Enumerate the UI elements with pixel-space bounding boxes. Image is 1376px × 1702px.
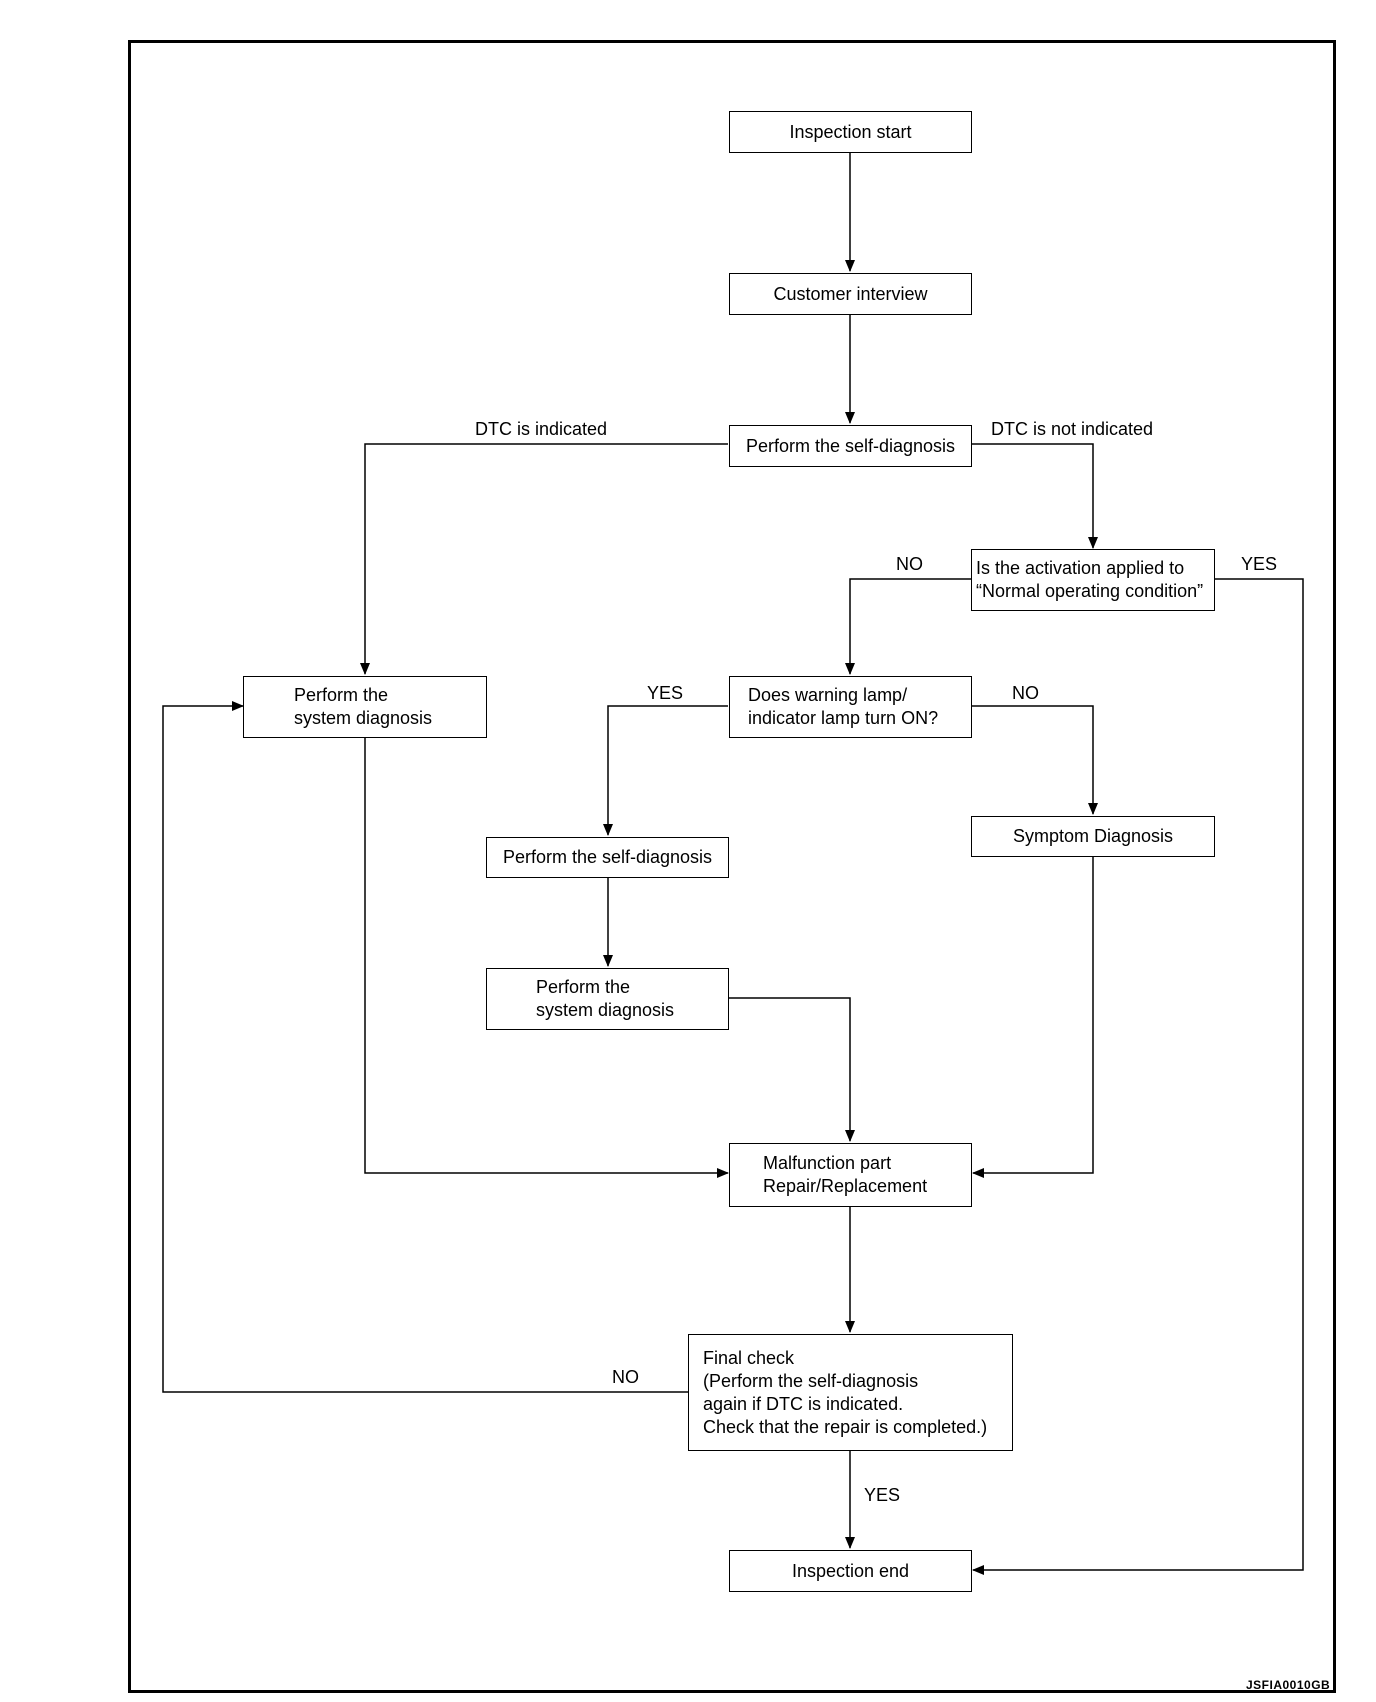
connector-dtc-indicated bbox=[360, 443, 728, 675]
node-system-diagnosis-left: Perform the system diagnosis bbox=[243, 676, 487, 738]
connector-dtc-not-indicated bbox=[971, 443, 1098, 549]
connector-lamp-yes bbox=[603, 705, 728, 836]
node-final-check: Final check (Perform the self-diagnosis … bbox=[688, 1334, 1013, 1451]
label-final-check-no: NO bbox=[612, 1367, 639, 1387]
connector-lamp-no bbox=[971, 705, 1098, 815]
label-activation-yes: YES bbox=[1241, 554, 1278, 574]
node-self-diagnosis-2: Perform the self-diagnosis bbox=[486, 837, 729, 878]
label-dtc-not-indicated: DTC is not indicated bbox=[991, 419, 1154, 439]
label-activation-no: NO bbox=[896, 554, 923, 574]
node-system-diagnosis-mid: Perform the system diagnosis bbox=[486, 968, 729, 1030]
node-self-diagnosis-1: Perform the self-diagnosis bbox=[729, 425, 972, 467]
node-activation-question: Is the activation applied to “Normal ope… bbox=[971, 549, 1215, 611]
label-dtc-indicated: DTC is indicated bbox=[475, 419, 608, 439]
node-repair-replacement: Malfunction part Repair/Replacement bbox=[729, 1143, 972, 1207]
connector-activation-yes bbox=[972, 578, 1304, 1575]
node-inspection-end: Inspection end bbox=[729, 1550, 972, 1592]
label-lamp-no: NO bbox=[1012, 683, 1039, 703]
node-lamp-question: Does warning lamp/ indicator lamp turn O… bbox=[729, 676, 972, 738]
label-final-check-yes: YES bbox=[864, 1485, 901, 1505]
connector-system-diag-mid-to-repair bbox=[729, 997, 855, 1142]
label-lamp-yes: YES bbox=[647, 683, 684, 703]
node-customer-interview: Customer interview bbox=[729, 273, 972, 315]
figure-code: JSFIA0010GB bbox=[1246, 1678, 1331, 1692]
connector-activation-no bbox=[845, 578, 971, 675]
connector-final-check-no bbox=[162, 701, 688, 1393]
node-symptom-diagnosis: Symptom Diagnosis bbox=[971, 816, 1215, 857]
diagram-frame bbox=[128, 40, 1336, 1693]
node-inspection-start: Inspection start bbox=[729, 111, 972, 153]
connector-symptom-to-repair bbox=[972, 857, 1094, 1178]
connector-system-diag-left-to-repair bbox=[364, 738, 729, 1178]
